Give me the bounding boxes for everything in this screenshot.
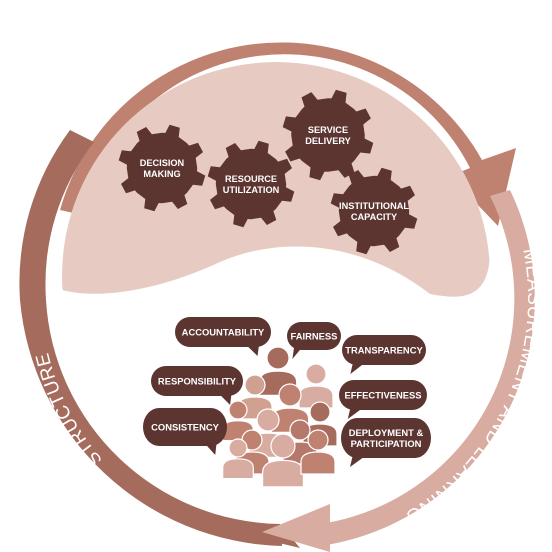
ring-segment-measurement [320,190,535,546]
bubble-deployment-participation: DEPLOYMENT &PARTICIPATION [341,418,431,467]
bubble-body [151,366,243,396]
person [262,433,304,488]
bubble-tail [292,344,304,359]
gear-body [330,167,418,255]
bubble-tail [350,359,368,374]
bubble-responsibility: RESPONSIBILITY [151,366,243,405]
bubble-consistency: CONSISTENCY [143,408,227,455]
bubble-tail [203,440,217,455]
bubble-body [143,408,227,446]
bubble-label: DEPLOYMENT & [349,427,424,438]
person [300,429,336,475]
bubble-label: CONSISTENCY [151,422,219,433]
bubble-body [342,335,426,365]
bubble-effectiveness: EFFECTIVENESS [339,380,427,419]
ring-segment-structure [19,130,300,548]
bubble-accountability: ACCOUNTABILITY [175,317,271,356]
bubble-fairness: FAIRNESS [287,322,341,359]
gear-label: DELIVERY [305,136,351,146]
bubble-tail [217,390,232,405]
ring-arrowhead-bottom [262,504,330,552]
bubble-body [287,322,341,350]
bubble-label: EFFECTIVENESS [344,390,421,401]
bubble-transparency: TRANSPARENCY [342,335,426,374]
gear-body [118,124,206,212]
bubble-tail [350,452,368,467]
person [222,438,254,480]
bubble-label: RESPONSIBILITY [158,376,237,387]
bubble-body [339,380,427,410]
gear-label: CAPACITY [351,212,397,222]
gear-body [282,89,374,181]
bubble-body [341,418,431,458]
bubble-tail [244,341,260,356]
bubble-tail [347,404,366,419]
gear-body [207,140,295,228]
gear-label: MAKING [143,169,180,179]
gear-label: UTILIZATION [223,185,280,195]
gear-label: RESOURCE [225,174,277,184]
gear-label: SERVICE [308,125,348,135]
bubble-label: TRANSPARENCY [345,345,423,356]
gear-label: DECISION [140,158,185,168]
bubble-body [175,317,271,347]
bubble-label: FAIRNESS [291,331,338,342]
cycle-ring [19,42,535,552]
bubble-label: ACCOUNTABILITY [182,327,265,338]
people-crowd [222,346,338,488]
bubble-label: PARTICIPATION [351,438,422,449]
ring-segment-implementation [60,42,516,227]
gear-label: INSTITUTIONAL [339,201,409,211]
